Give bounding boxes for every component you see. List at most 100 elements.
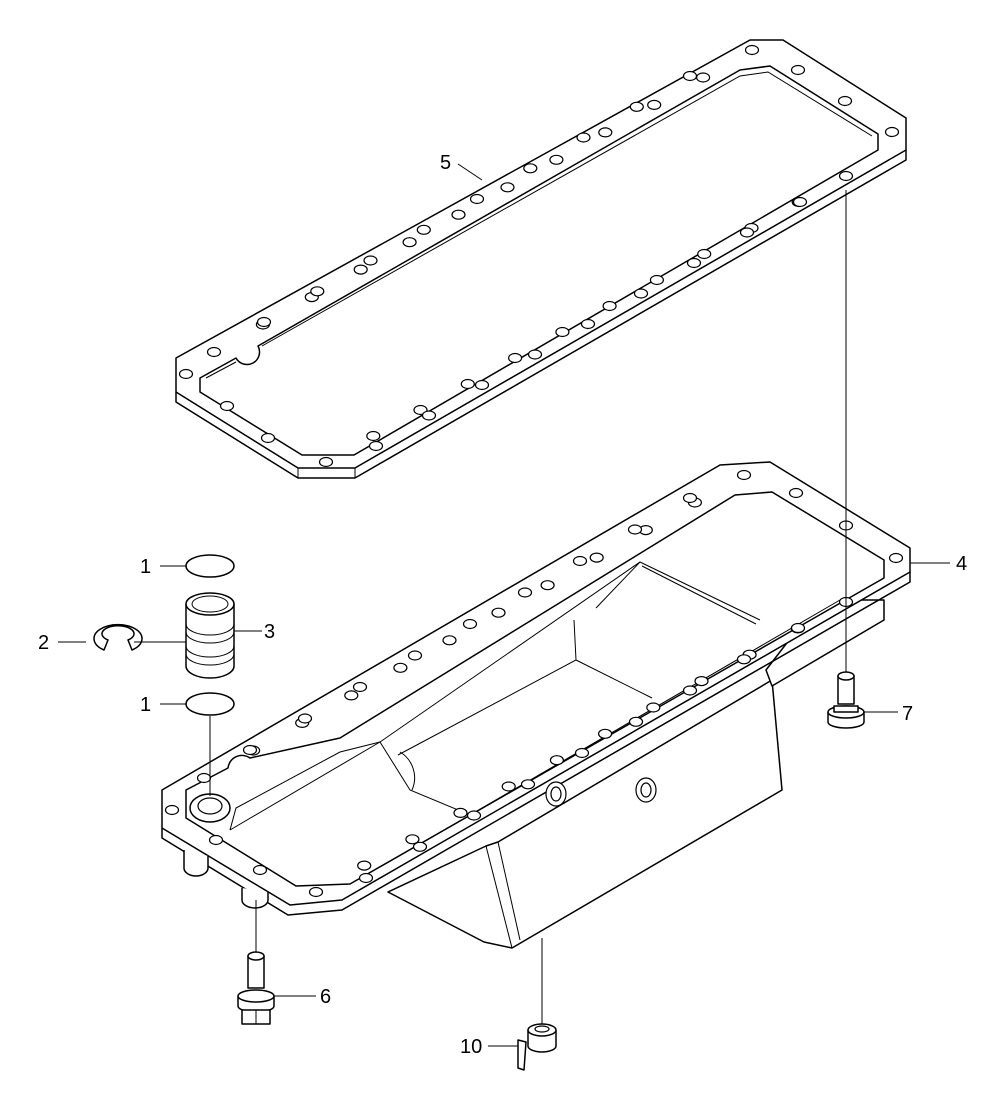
gasket-bolt-hole — [790, 64, 806, 76]
oil-pan-bolt-hole — [242, 744, 258, 756]
callout-6: 6 — [320, 986, 331, 1008]
gasket-bolt-hole — [549, 154, 564, 165]
gasket-bolt-hole — [451, 209, 466, 220]
gasket-bolt-hole — [598, 127, 613, 138]
gasket-bolt-hole — [838, 170, 854, 182]
oil-pan-bolt-hole — [344, 690, 359, 701]
oil-pan-bolt-hole — [736, 654, 752, 665]
gasket-bolt-hole — [647, 99, 662, 111]
oil-pan-bolt-hole — [788, 487, 804, 499]
oil-pan-end-wall — [765, 599, 885, 687]
gasket-bolt-hole — [507, 352, 523, 364]
gasket-bolt-hole — [416, 224, 431, 235]
gasket-bolt-hole — [469, 193, 485, 205]
gasket-bolt-hole — [837, 95, 853, 107]
sleeve-part — [185, 592, 235, 679]
gasket-bolt-hole — [219, 400, 235, 412]
gasket-bolt-hole — [580, 318, 596, 330]
callout-4: 4 — [956, 553, 967, 575]
gasket-bolt-hole — [318, 456, 334, 468]
oil-pan-bolt-hole — [682, 492, 698, 504]
gasket-bolt-hole — [527, 349, 543, 360]
gasket-bolt-hole — [884, 126, 900, 138]
gasket-bolt-hole — [178, 368, 194, 380]
oil-pan-bolt-hole — [252, 864, 268, 876]
gasket-bolt-hole — [460, 378, 475, 390]
gasket-bolt-hole — [260, 432, 276, 444]
o-ring-upper — [185, 554, 235, 578]
gasket-bolt-hole — [555, 326, 570, 338]
oil-pan-bolt-hole — [462, 618, 478, 630]
oil-pan-bolt-hole — [442, 635, 457, 646]
oil-pan-bolt-hole — [405, 834, 420, 845]
gasket-bolt-hole — [353, 264, 368, 275]
oil-pan-bolt-hole — [208, 834, 224, 846]
oil-pan-bolt-hole — [597, 728, 613, 739]
bolt-part-7 — [827, 671, 865, 729]
oil-pan-bolt-hole — [520, 779, 536, 790]
oil-pan-bolt-hole — [628, 716, 644, 727]
leader-lines — [58, 163, 950, 1047]
oil-pan-bolt-hole — [407, 650, 423, 661]
gasket-bolt-holes — [178, 44, 900, 468]
o-ring-lower — [185, 692, 235, 716]
gasket-edge — [175, 149, 907, 479]
oil-pan-gasket — [175, 39, 907, 479]
oil-pan-bolt-holes — [164, 469, 904, 898]
oil-pan-bolt-hole — [736, 469, 752, 481]
bolt-part-6 — [237, 951, 275, 1025]
gasket-bolt-hole — [739, 227, 755, 238]
alignment-lines — [209, 190, 847, 1024]
oil-pan-bolt-hole — [694, 675, 709, 687]
gasket-bolt-hole — [576, 132, 591, 143]
oil-pan-bolt-hole — [358, 872, 374, 884]
gasket-bolt-hole — [402, 237, 417, 248]
oil-pan-bolt-hole — [196, 772, 212, 784]
gasket-bolt-hole — [310, 286, 325, 297]
oil-pan-bolt-hole — [790, 622, 806, 634]
callout-2: 2 — [38, 632, 49, 654]
gasket-bolt-hole — [474, 379, 490, 391]
oil-pan-bolt-hole — [574, 747, 590, 759]
snap-ring — [93, 623, 143, 651]
gasket-bolt-hole — [744, 44, 760, 56]
gasket-bolt-hole — [421, 410, 437, 421]
gasket-bolt-hole — [682, 70, 698, 82]
oil-pan-sump — [387, 679, 783, 949]
gasket-inner — [199, 65, 879, 456]
gasket-bolt-hole — [697, 248, 712, 260]
gasket-bolt-hole — [649, 274, 665, 286]
oil-pan-bolt-hole — [357, 860, 372, 871]
oil-pan-bolt-hole — [308, 886, 324, 898]
gasket-bolt-hole — [366, 430, 381, 442]
oil-pan-bolt-hole — [164, 804, 180, 816]
oil-pan-bolt-hole — [466, 810, 482, 821]
gasket-bolt-hole — [206, 346, 222, 358]
gasket-bolt-hole — [686, 257, 702, 269]
oil-pan-bolt-hole — [646, 702, 661, 713]
gasket-bolt-hole — [602, 300, 617, 312]
oil-pan-bolt-hole — [549, 755, 565, 766]
callout-1-lower: 1 — [140, 694, 151, 716]
gasket-outer — [175, 39, 907, 469]
gasket-bolt-hole — [695, 72, 711, 83]
gasket-bolt-hole — [523, 163, 538, 174]
oil-pan-bolt-hole — [491, 607, 506, 618]
oil-pan-bolt-hole — [888, 552, 904, 564]
oil-pan-bolt-hole — [453, 807, 468, 819]
gasket-bolt-hole — [363, 255, 378, 266]
oil-pan-bolt-hole — [589, 552, 604, 563]
drain-plug-part-10 — [517, 1023, 557, 1071]
oil-pan-bolt-hole — [627, 524, 643, 535]
gasket-bolt-hole — [629, 101, 644, 112]
oil-pan — [161, 461, 911, 949]
gasket-bolt-hole — [368, 440, 384, 452]
gasket-bolt-hole — [792, 196, 808, 208]
gasket-bolt-hole — [633, 288, 649, 299]
callout-7: 7 — [902, 703, 913, 725]
oil-pan-bolt-hole — [352, 681, 368, 693]
callout-10: 10 — [460, 1036, 482, 1058]
oil-pan-bolt-hole — [412, 841, 428, 852]
